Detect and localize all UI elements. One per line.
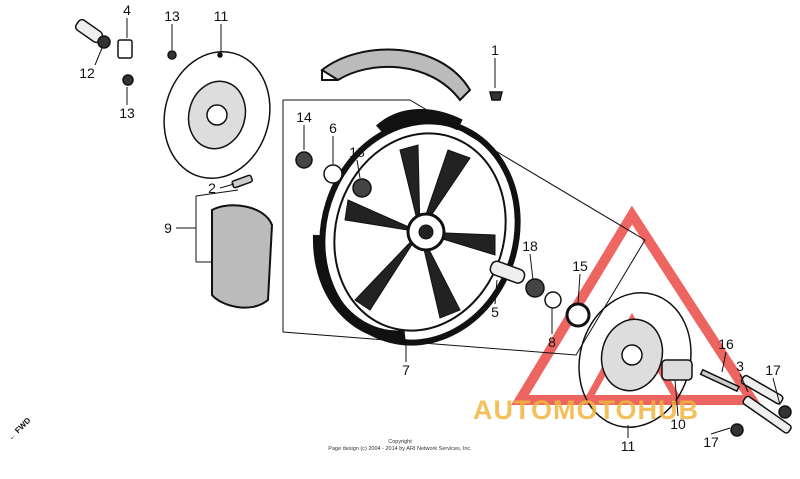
copyright-line-1: Copyright — [388, 439, 412, 445]
callout-c11b: 11 — [620, 438, 636, 454]
brake-disc-left — [163, 50, 271, 180]
brake-disc-right — [578, 292, 692, 428]
copyright-line-2: Page design (c) 2004 - 2014 by ARI Netwo… — [328, 446, 472, 452]
callout-c6: 6 — [329, 120, 337, 136]
callout-c7: 7 — [402, 362, 410, 378]
callout-c5: 5 — [491, 304, 499, 320]
wheel-rim — [312, 109, 521, 346]
callout-c18b: 18 — [522, 238, 538, 254]
leader-lines — [94, 18, 781, 438]
callout-c16: 16 — [718, 336, 734, 352]
callout-c4: 4 — [123, 2, 131, 18]
callout-c3: 3 — [736, 358, 744, 374]
wheel-spokes — [344, 144, 496, 319]
tire-top — [320, 48, 472, 102]
callout-c17a: 17 — [765, 362, 781, 378]
callout-c1: 1 — [491, 42, 499, 58]
callout-c12: 12 — [79, 65, 95, 81]
watermark-text: AUTOMOTOHUB — [473, 395, 699, 425]
callout-c17b: 17 — [703, 434, 719, 450]
assembly-outline — [195, 99, 646, 356]
callout-c8: 8 — [548, 334, 556, 350]
tire-left — [211, 204, 274, 309]
callout-c13a: 13 — [164, 8, 180, 24]
callout-c2: 2 — [208, 180, 216, 196]
callout-c9: 9 — [164, 220, 172, 236]
hub-parts — [295, 91, 591, 328]
small-parts-top — [74, 18, 253, 189]
axle-parts — [661, 359, 792, 437]
callout-c10: 10 — [670, 416, 686, 432]
callout-c13b: 13 — [119, 105, 135, 121]
copyright-notice: Copyright Page design (c) 2004 - 2014 by… — [328, 439, 471, 453]
callout-c14: 14 — [296, 109, 312, 125]
callout-c18a: 18 — [349, 144, 365, 160]
callout-c15: 15 — [572, 258, 588, 274]
callout-c11a: 11 — [213, 8, 229, 24]
